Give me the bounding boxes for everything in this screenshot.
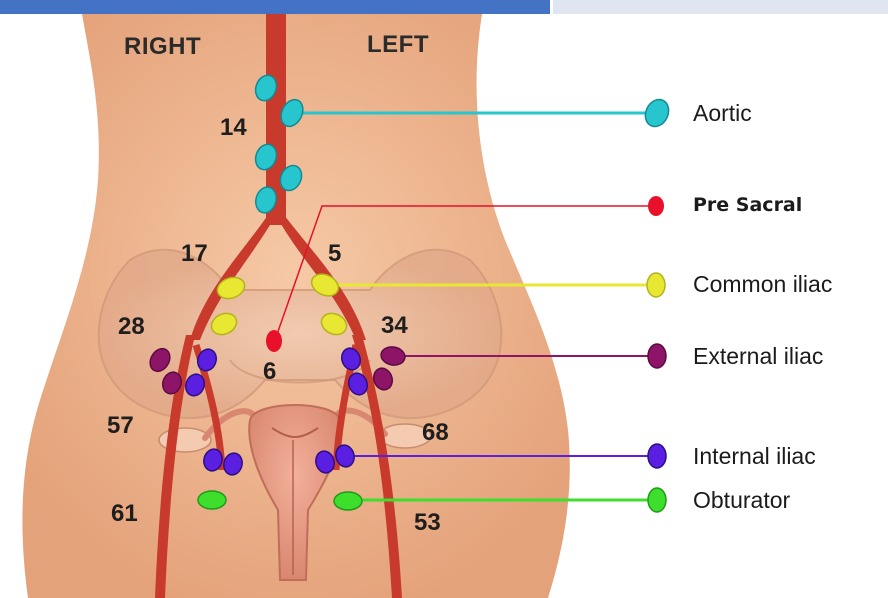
legend-label-aortic: Aortic <box>693 100 752 127</box>
obturator-node <box>334 492 362 510</box>
legend-marker-external-iliac <box>648 344 666 368</box>
legend-label-external-iliac: External iliac <box>693 343 823 370</box>
pre-sacral-node <box>266 330 282 352</box>
legend-marker-common-iliac <box>647 273 665 297</box>
legend-label-common-iliac: Common iliac <box>693 271 832 298</box>
legend-label-pre-sacral: Pre Sacral <box>693 194 802 216</box>
common-iliac-right-count: 17 <box>181 240 208 268</box>
external-iliac-left-count: 34 <box>381 312 408 340</box>
obturator-node <box>198 491 226 509</box>
common-iliac-left-count: 5 <box>328 240 341 268</box>
right-side-label: RIGHT <box>124 33 201 61</box>
obturator-right-count: 61 <box>111 500 138 528</box>
legend-marker-internal-iliac <box>648 444 666 468</box>
legend-marker-aortic <box>641 96 673 131</box>
external-iliac-right-count: 28 <box>118 313 145 341</box>
pre-sacral-count: 6 <box>263 358 276 386</box>
legend-label-obturator: Obturator <box>693 487 790 514</box>
aortic-count: 14 <box>220 114 247 142</box>
obturator-left-count: 53 <box>414 509 441 537</box>
left-side-label: LEFT <box>367 31 429 59</box>
legend-marker-pre-sacral <box>648 196 664 216</box>
internal-iliac-right-count: 57 <box>107 412 134 440</box>
internal-iliac-left-count: 68 <box>422 419 449 447</box>
legend-marker-obturator <box>648 488 666 512</box>
legend-label-internal-iliac: Internal iliac <box>693 443 816 470</box>
